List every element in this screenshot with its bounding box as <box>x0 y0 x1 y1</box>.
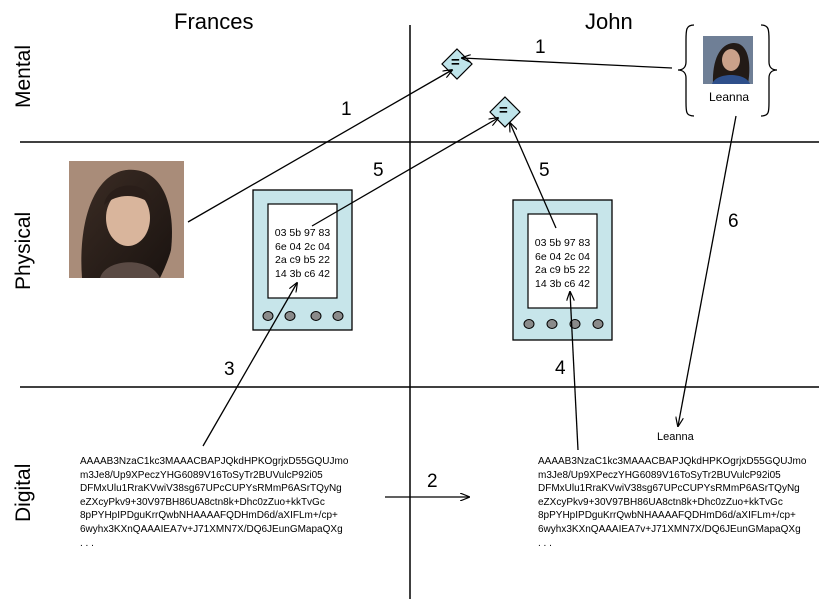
arrow-label-1-right: 1 <box>535 37 546 58</box>
leanna-brace-left <box>677 24 695 117</box>
device-left <box>252 189 353 331</box>
digital-key-right: AAAAB3NzaC1kc3MAAACBAPJQkdHPKOgrjxD55GQU… <box>538 456 807 549</box>
arrow-4-key-to-right-device <box>570 292 579 451</box>
device-right-hex: 03 5b 97 83 6e 04 2c 04 2a c9 b5 22 14 3… <box>534 237 591 290</box>
digital-key-left: AAAAB3NzaC1kc3MAAACBAPJQkdHPKOgrjxD55GQU… <box>80 456 349 549</box>
device-left-button <box>310 311 322 321</box>
leanna-photo <box>703 36 753 84</box>
arrow-label-3: 3 <box>224 359 235 380</box>
device-right-button <box>592 319 604 329</box>
arrow-label-5-left: 5 <box>373 160 384 181</box>
row-label-mental: Mental <box>12 44 35 108</box>
arrow-label-1-left: 1 <box>341 99 352 120</box>
leanna-digital-label: Leanna <box>657 431 694 443</box>
device-left-button <box>262 311 274 321</box>
arrow-1-leanna-to-equals <box>462 58 673 69</box>
device-left-button <box>284 311 296 321</box>
arrow-label-5-right: 5 <box>539 160 550 181</box>
device-right <box>512 199 613 341</box>
device-right-button <box>523 319 535 329</box>
device-left-button <box>332 311 344 321</box>
arrow-label-4: 4 <box>555 358 566 379</box>
column-label-john: John <box>585 9 633 34</box>
arrow-3-key-to-left-device <box>202 283 297 447</box>
arrow-6-leanna-to-digital <box>678 115 737 426</box>
arrow-1-frances-to-equals <box>187 70 452 223</box>
frances-photo <box>69 161 184 278</box>
arrow-label-6: 6 <box>728 211 739 232</box>
leanna-mental-label: Leanna <box>709 90 750 104</box>
equals-symbol-bottom: = <box>499 102 508 119</box>
arrow-label-2: 2 <box>427 471 438 492</box>
device-right-button <box>569 319 581 329</box>
row-label-physical: Physical <box>12 211 35 290</box>
device-right-button <box>546 319 558 329</box>
arrow-5-right-device-to-equals <box>510 123 557 229</box>
arrow-5-left-device-to-equals <box>311 118 498 227</box>
leanna-brace-right <box>760 24 778 117</box>
equals-symbol-top: = <box>451 54 460 71</box>
column-label-frances: Frances <box>174 9 254 34</box>
row-label-digital: Digital <box>12 463 35 522</box>
device-left-hex: 03 5b 97 83 6e 04 2c 04 2a c9 b5 22 14 3… <box>274 227 331 280</box>
